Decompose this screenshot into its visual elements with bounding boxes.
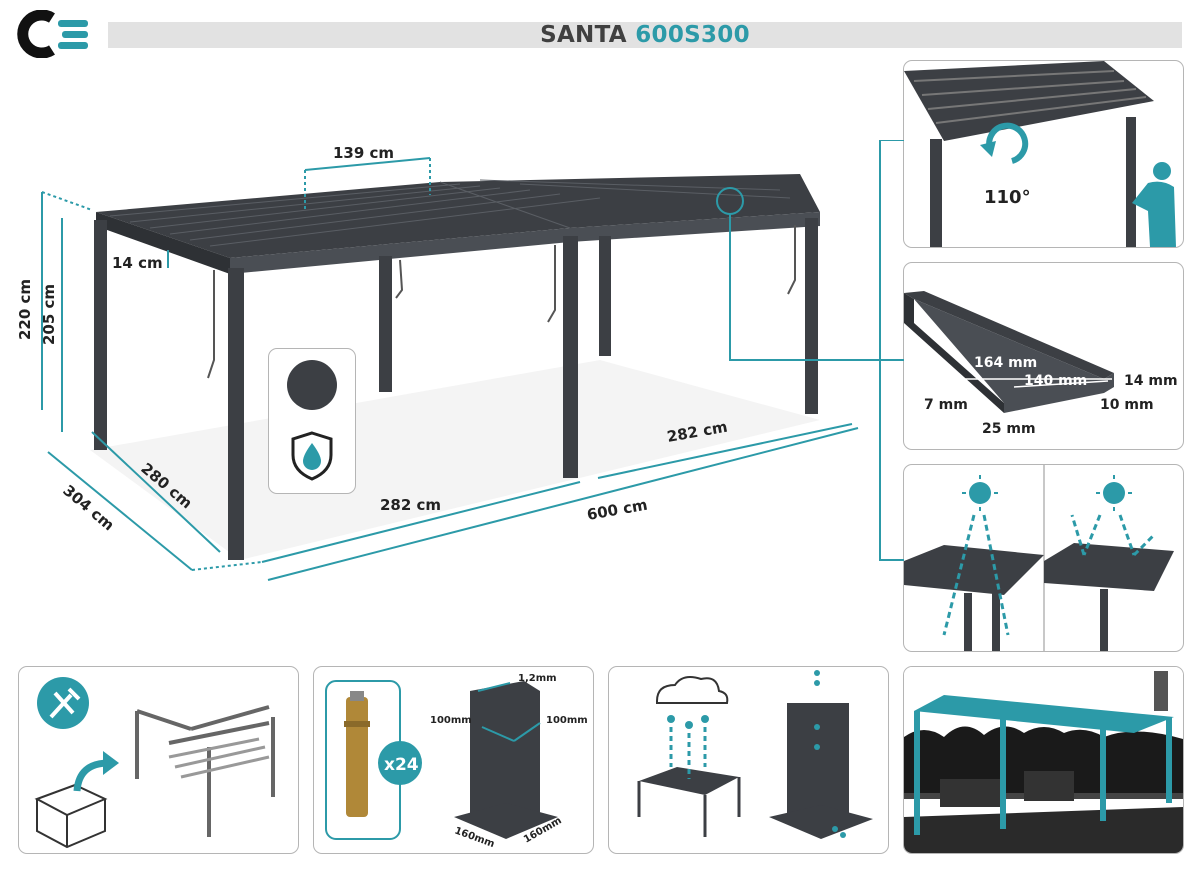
post <box>228 268 244 560</box>
post <box>805 218 818 414</box>
lifestyle-photo-panel <box>903 666 1184 854</box>
title-prefix: SANTA <box>540 22 627 48</box>
rotation-angle: 110° <box>984 187 1031 208</box>
page-title: SANTA 600S300 <box>108 20 1182 50</box>
profile-lip-height: 7 mm <box>924 397 968 413</box>
sun-closed-icon <box>962 475 998 511</box>
post <box>379 256 392 392</box>
profile-bottom-width: 25 mm <box>982 421 1036 437</box>
garden-photo <box>904 671 1183 853</box>
profile-height: 14 mm <box>1124 373 1178 389</box>
rotation-panel: 110° <box>903 60 1184 248</box>
title-model: 600S300 <box>635 22 750 48</box>
dim-louver-span: 139 cm <box>333 144 394 162</box>
post-side-a: 100mm <box>430 715 472 726</box>
sun-panel <box>903 464 1184 652</box>
color-swatch-icon <box>287 360 337 410</box>
connector-lines <box>879 140 904 561</box>
person-icon <box>1132 162 1176 247</box>
tools-icon <box>37 677 89 729</box>
dim-length-left: 282 cm <box>380 496 441 514</box>
dim-beam-height: 14 cm <box>112 254 163 272</box>
anchor-bolt-icon <box>344 691 370 817</box>
profile-width-total: 164 mm <box>974 355 1037 371</box>
roof <box>96 174 820 258</box>
water-shield-icon <box>291 431 333 481</box>
title-bar <box>108 22 1182 48</box>
post <box>94 220 107 450</box>
main-pergola-diagram: 139 cm 14 cm 220 cm 205 cm 280 cm 304 cm… <box>16 144 880 581</box>
rain-cloud-icon <box>656 676 729 729</box>
dim-clear-height: 205 cm <box>40 284 58 345</box>
box-icon <box>34 783 108 849</box>
post-thickness: 1,2mm <box>518 673 557 684</box>
louver-profile-panel: 164 mm 140 mm 14 mm 7 mm 25 mm 10 mm <box>903 262 1184 450</box>
anchors-post-panel: x24 1,2mm 100mm 100mm 160mm 160mm <box>313 666 594 854</box>
sun-open-icon <box>1096 475 1132 511</box>
dim-total-height: 220 cm <box>16 279 34 340</box>
feature-card <box>268 348 356 494</box>
post-side-b: 100mm <box>546 715 588 726</box>
post <box>563 236 578 478</box>
profile-width-inner: 140 mm <box>1024 373 1087 389</box>
assembly-panel <box>18 666 299 854</box>
profile-lip-width: 10 mm <box>1100 397 1154 413</box>
brand-logo <box>17 10 88 58</box>
drainage-panel <box>608 666 889 854</box>
anchor-count: x24 <box>384 755 419 775</box>
post <box>599 236 611 356</box>
dim-length-total: 600 cm <box>586 496 649 524</box>
dim-width-outer: 304 cm <box>59 481 117 534</box>
